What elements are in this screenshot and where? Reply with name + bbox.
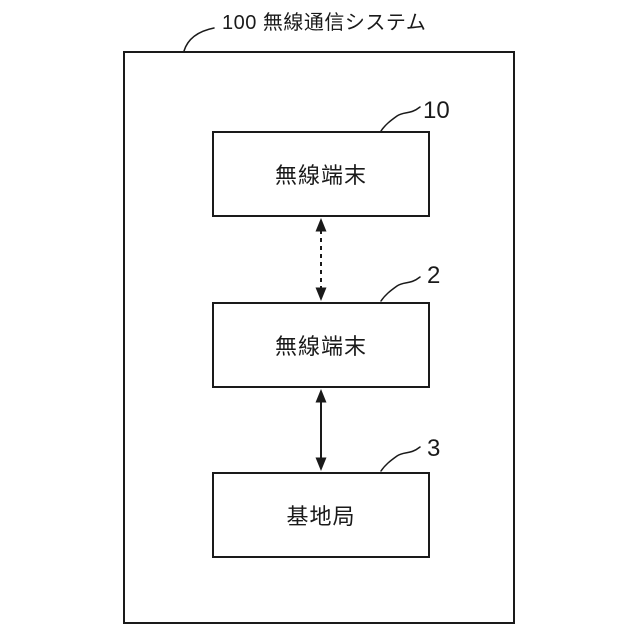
leader-line-title [183, 27, 215, 52]
node-label-wireless-terminal-2: 無線端末 [274, 334, 367, 359]
ref-number-2: 2 [427, 262, 441, 289]
ref-number-3: 3 [427, 435, 441, 462]
figure-title: 100 無線通信システム [222, 12, 427, 34]
node-box-wireless-terminal-2: 無線端末 [212, 302, 430, 388]
node-box-base-station-3: 基地局 [212, 472, 430, 558]
node-label-base-station-3: 基地局 [286, 504, 356, 529]
node-box-wireless-terminal-10: 無線端末 [212, 131, 430, 217]
node-label-wireless-terminal-10: 無線端末 [274, 163, 367, 188]
ref-number-10: 10 [423, 97, 450, 124]
